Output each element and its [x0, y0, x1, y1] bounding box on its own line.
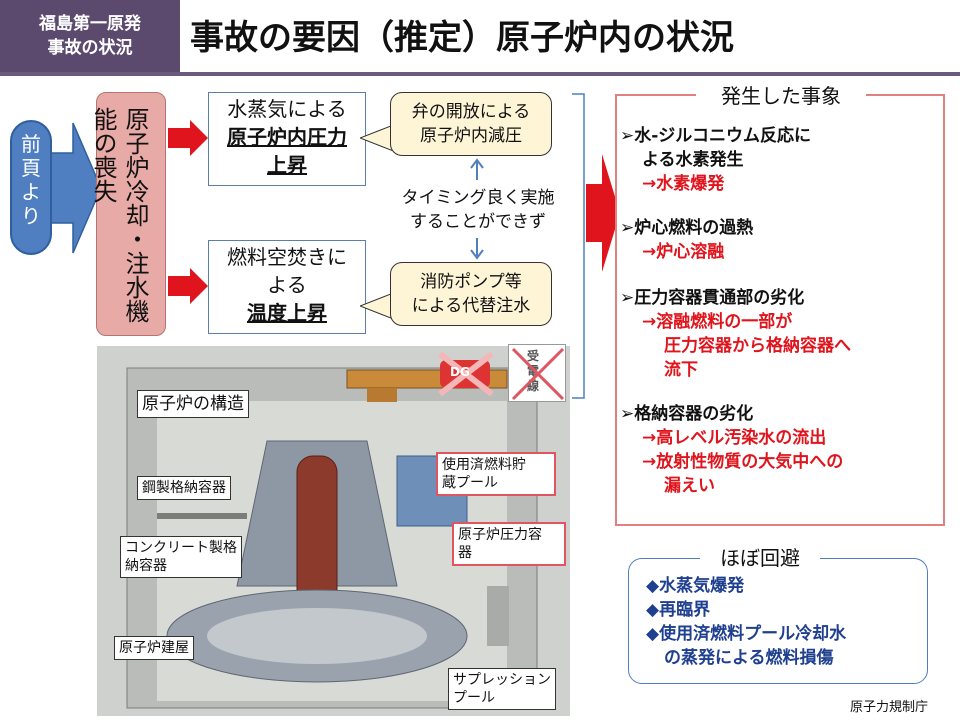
event-item: ➢圧力容器貫通部の劣化 →溶融燃料の一部が 圧力容器から格納容器へ 流下 — [620, 286, 940, 382]
event-2-result: →炉心溶融 — [642, 242, 725, 262]
section-tag-line1: 福島第一原発 — [39, 14, 141, 34]
label-pool-line1: 使用済燃料貯 — [442, 457, 526, 473]
pressure-line3: 上昇 — [267, 153, 307, 177]
event-item: ➢格納容器の劣化 →高レベル汚染水の流出 →放射性物質の大気中への 漏えい — [620, 402, 940, 498]
label-concrete-containment: コンクリート製格 納容器 — [120, 536, 242, 578]
prev-page-oval: 前頁より — [10, 120, 52, 255]
cause-box: 原子炉冷却・注水機能の喪失 — [89, 92, 166, 336]
avoided-item: 再臨界 — [659, 600, 711, 620]
timing-text: タイミング良く実施 することができず — [378, 186, 578, 234]
pressure-line1: 水蒸気による — [227, 97, 347, 121]
up-arrow-icon — [470, 158, 484, 180]
callout-pump: 消防ポンプ等 による代替注水 — [390, 262, 552, 326]
temp-line1: 燃料空焚きに — [227, 245, 347, 269]
label-spent-fuel-pool: 使用済燃料貯 蔵プール — [436, 452, 556, 496]
event-item: ➢炉心燃料の過熱 →炉心溶融 — [620, 216, 940, 264]
avoided-item: 水蒸気爆発 — [659, 576, 745, 596]
diamond-bullet-icon: ➢ — [620, 218, 635, 238]
diesel-generator-icon: DG — [436, 351, 496, 397]
event-3-result3: 流下 — [664, 360, 698, 380]
label-suppression-pool: サプレッション プール — [448, 668, 556, 710]
dg-drawing — [438, 351, 494, 397]
callout-pump-line2: による代替注水 — [411, 296, 531, 316]
diamond-bullet-icon: ➢ — [620, 126, 635, 146]
section-tag-line2: 事故の状況 — [47, 38, 133, 58]
red-arrow-icon — [168, 120, 208, 156]
event-1-line1: 水-ジルコニウム反応に — [634, 126, 811, 146]
event-3-result1: →溶融燃料の一部が — [642, 312, 793, 332]
event-2-line1: 炉心燃料の過熱 — [634, 218, 754, 238]
page-title: 事故の要因（推定）原子炉内の状況 — [190, 18, 734, 58]
callout-valve-line2: 原子炉内減圧 — [420, 126, 522, 146]
event-1-line2: よる水素発生 — [642, 150, 744, 170]
label-reactor-pressure-vessel: 原子炉圧力容 器 — [452, 522, 566, 566]
avoided-title: ほぼ回避 — [700, 546, 820, 570]
pressure-line2: 原子炉内圧力 — [227, 125, 347, 149]
label-concrete-line2: 納容器 — [125, 558, 167, 574]
label-supp-line1: サプレッション — [453, 672, 551, 688]
label-pool-line2: 蔵プール — [442, 475, 498, 491]
event-3-line1: 圧力容器貫通部の劣化 — [634, 288, 805, 308]
avoided-list: ◆水蒸気爆発 ◆再臨界 ◆使用済燃料プール冷却水 の蒸発による燃料損傷 — [646, 574, 926, 670]
avoided-item: 使用済燃料プール冷却水 — [659, 624, 847, 644]
diamond-icon: ◆ — [646, 624, 660, 644]
prev-page-label: 前頁より — [21, 132, 41, 228]
callout-valve: 弁の開放による 原子炉内減圧 — [390, 92, 552, 156]
avoided-item: の蒸発による燃料損傷 — [664, 648, 834, 668]
power-line-char1: 受 — [527, 349, 540, 363]
label-rpv-line1: 原子炉圧力容 — [458, 527, 542, 543]
diamond-bullet-icon: ➢ — [620, 404, 635, 424]
credit: 原子力規制庁 — [850, 700, 929, 715]
timing-line1: タイミング良く実施 — [401, 188, 555, 208]
temp-line2: よる — [267, 273, 307, 297]
event-4-result2: →放射性物質の大気中への — [642, 452, 844, 472]
event-4-line1: 格納容器の劣化 — [634, 404, 754, 424]
figure-title: 原子炉の構造 — [137, 390, 249, 418]
label-supp-line2: プール — [453, 690, 495, 706]
diamond-icon: ◆ — [646, 600, 660, 620]
header-divider — [0, 72, 960, 76]
event-3-result2: 圧力容器から格納容器へ — [664, 336, 851, 356]
cross-icon — [511, 347, 565, 401]
section-tag: 福島第一原発 事故の状況 — [0, 0, 180, 72]
callout-tail-icon — [360, 123, 396, 153]
temp-line3: 温度上昇 — [247, 301, 327, 325]
temperature-rise-box: 燃料空焚きに よる 温度上昇 — [208, 240, 366, 334]
label-concrete-line1: コンクリート製格 — [125, 540, 237, 556]
event-item: ➢水-ジルコニウム反応に よる水素発生 →水素爆発 — [620, 124, 940, 196]
timing-line2: することができず — [410, 212, 546, 232]
diamond-icon: ◆ — [646, 576, 660, 596]
callout-pump-line1: 消防ポンプ等 — [420, 272, 522, 292]
event-1-result: →水素爆発 — [642, 174, 725, 194]
bracket — [572, 93, 585, 399]
event-4-result3: 漏えい — [664, 476, 715, 496]
cause-label: 原子炉冷却・注水機能の喪失 — [89, 107, 149, 323]
event-4-result1: →高レベル汚染水の流出 — [642, 428, 827, 448]
power-line-icon: 受 電 線 — [508, 344, 566, 402]
label-reactor-building: 原子炉建屋 — [114, 636, 194, 660]
down-arrow-icon — [470, 238, 484, 260]
avoided-panel — [628, 558, 928, 684]
label-rpv-line2: 器 — [458, 545, 472, 561]
red-arrow-icon — [168, 268, 208, 304]
diamond-bullet-icon: ➢ — [620, 288, 635, 308]
events-title: 発生した事象 — [696, 84, 866, 108]
big-red-arrow-icon — [586, 154, 620, 272]
label-steel-containment: 鋼製格納容器 — [137, 476, 231, 500]
events-panel — [615, 94, 945, 526]
callout-tail-icon — [360, 291, 396, 321]
pressure-rise-box: 水蒸気による 原子炉内圧力 上昇 — [208, 92, 366, 186]
callout-valve-line1: 弁の開放による — [411, 102, 531, 122]
dg-label: DG — [450, 365, 470, 379]
